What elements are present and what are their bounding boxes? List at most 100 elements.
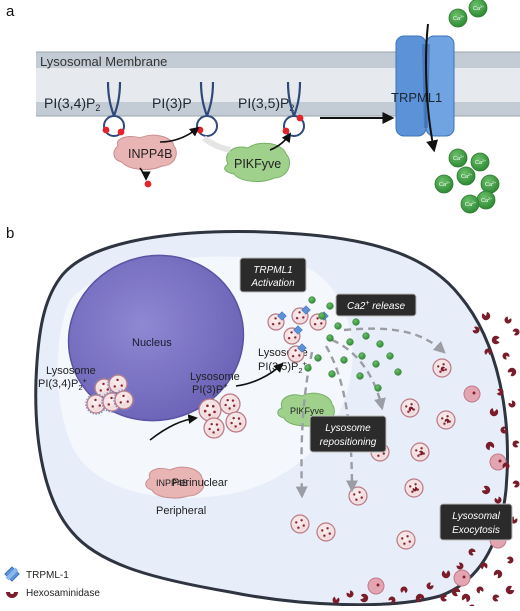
phosphate-release-arrow bbox=[139, 167, 151, 181]
pikfyve-substrate-shadow bbox=[202, 135, 231, 153]
phosphoinositide-pi35p2-icon bbox=[282, 81, 305, 137]
hexosaminidase-icon bbox=[494, 496, 502, 504]
hexosaminidase-icon bbox=[472, 326, 480, 334]
svg-text:Ca2+ release: Ca2+ release bbox=[347, 300, 405, 312]
lysosome-peripheral-icon bbox=[290, 514, 310, 534]
hexosaminidase-icon bbox=[346, 590, 354, 598]
perinuclear-label: Perinuclear bbox=[172, 477, 228, 489]
lyso-34-name: PI(3,4)P2+ bbox=[38, 376, 88, 392]
calcium-ion-icon bbox=[372, 360, 380, 368]
lysosome-pi3p-icon bbox=[225, 411, 247, 433]
calcium-ion-icon: Ca2+ bbox=[434, 174, 454, 194]
pi3p-label: PI(3)P bbox=[152, 95, 192, 111]
svg-text:Lysosome: Lysosome bbox=[325, 423, 371, 434]
svg-text:Ca2+: Ca2+ bbox=[453, 15, 464, 22]
calcium-ion-icon bbox=[308, 296, 316, 304]
pikfyve-arrow bbox=[269, 132, 292, 151]
lysosome-peripheral-icon bbox=[404, 478, 424, 498]
calcium-ion-icon bbox=[334, 322, 342, 330]
hexosaminidase-icon bbox=[481, 311, 491, 321]
ca-release-callout: Ca2+ release bbox=[335, 293, 417, 317]
lysosome-peripheral-icon bbox=[316, 522, 336, 542]
trpml1-channel-icon bbox=[395, 35, 455, 137]
lysosome-repositioning-callout: Lysosome repositioning bbox=[309, 415, 387, 453]
lysosome-pi35p2-icon bbox=[291, 305, 311, 325]
lysosomal-exocytosis-callout: Lysosomal Exocytosis bbox=[439, 503, 513, 541]
inpp4b-cell-arrow bbox=[149, 414, 198, 441]
hexosaminidase-icon bbox=[489, 408, 499, 417]
calcium-ion-icon bbox=[304, 364, 312, 372]
hexosaminidase-icon bbox=[504, 316, 512, 324]
inpp4b-enzyme-icon bbox=[113, 134, 177, 170]
trpml1-channel-icon bbox=[297, 343, 307, 353]
trpml1-channel-icon bbox=[293, 325, 303, 335]
svg-text:repositioning: repositioning bbox=[320, 437, 377, 448]
nucleus-label: Nucleus bbox=[132, 337, 172, 349]
hexosaminidase-icon bbox=[419, 450, 424, 456]
lysosome-pi35p2-icon bbox=[267, 311, 287, 331]
calcium-flux-arrow bbox=[425, 23, 439, 153]
svg-text:Activation: Activation bbox=[250, 278, 295, 289]
svg-text:Ca2+: Ca2+ bbox=[475, 159, 486, 166]
calcium-ion-icon bbox=[356, 372, 364, 380]
svg-text:Ca2+: Ca2+ bbox=[461, 173, 472, 180]
inpp4b-arrow bbox=[159, 126, 200, 143]
hexosaminidase-icon bbox=[440, 366, 445, 372]
hexosaminidase-icon bbox=[507, 367, 517, 377]
lyso-3-name: PI(3)P+ bbox=[192, 381, 228, 396]
hexosaminidase-icon bbox=[476, 586, 484, 594]
hexosaminidase-icon bbox=[512, 440, 520, 448]
legend-trpml1: TRPML-1 bbox=[26, 570, 69, 581]
calcium-cytosol bbox=[304, 296, 402, 392]
hexosaminidase-release bbox=[332, 311, 520, 611]
hexosaminidase-icon bbox=[468, 548, 476, 556]
calcium-ions: Ca2+Ca2+Ca2+Ca2+Ca2+Ca2+Ca2+Ca2+Ca2+ bbox=[434, 0, 500, 214]
hexosaminidase-icon bbox=[492, 594, 500, 602]
calcium-ion-icon: Ca2+ bbox=[480, 174, 500, 194]
lyso-34-title: Lysosome bbox=[46, 365, 96, 377]
hexosaminidase-icon bbox=[502, 352, 510, 360]
svg-text:Ca2+: Ca2+ bbox=[473, 5, 484, 12]
calcium-ion-icon bbox=[340, 356, 348, 364]
lysosome-pi34p2-icon bbox=[113, 389, 135, 411]
calcium-ion-icon bbox=[374, 384, 382, 392]
calcium-ion-icon: Ca2+ bbox=[468, 0, 488, 18]
calcium-ion-icon bbox=[394, 368, 402, 376]
hexosaminidase-icon bbox=[512, 328, 520, 336]
svg-text:Ca2+: Ca2+ bbox=[465, 201, 476, 208]
pikfyve-cell-arrow bbox=[235, 362, 284, 387]
hexosaminidase-icon bbox=[400, 586, 408, 594]
hexosaminidase-icon bbox=[408, 406, 414, 412]
hexosaminidase-icon bbox=[426, 582, 434, 590]
docked-lysosome-icon bbox=[489, 453, 507, 471]
docked-lysosome-icon bbox=[463, 385, 481, 403]
hexosaminidase-icon bbox=[456, 562, 464, 570]
calcium-ion-icon bbox=[346, 338, 354, 346]
hexosaminidase-icon bbox=[481, 485, 491, 495]
hexosaminidase-icon bbox=[502, 462, 510, 470]
inpp4b-enzyme-cell-icon bbox=[145, 466, 205, 499]
calcium-ion-icon: Ca2+ bbox=[448, 148, 468, 168]
calcium-ion-icon: Ca2+ bbox=[456, 166, 476, 186]
lysosomes bbox=[85, 305, 507, 595]
calcium-ion-icon: Ca2+ bbox=[460, 194, 480, 214]
hexosaminidase-icon bbox=[415, 593, 425, 603]
panel-b-label: b bbox=[6, 225, 14, 242]
calcium-ion-icon bbox=[326, 302, 334, 310]
calcium-ion-icon bbox=[352, 318, 360, 326]
lysosome-pi35p2-icon bbox=[287, 343, 307, 363]
legend-hexosaminidase: Hexosaminidase bbox=[26, 588, 100, 599]
trpml1-channel-icon bbox=[277, 311, 287, 321]
hexosaminidase-icon bbox=[360, 593, 369, 603]
hexosaminidase-icon bbox=[493, 569, 503, 579]
lysosome-pi3p-icon bbox=[219, 393, 241, 415]
calcium-ion-icon bbox=[314, 354, 322, 362]
inpp4b-cell-label: INPP4B bbox=[156, 478, 188, 488]
pikfyve-enzyme-icon bbox=[224, 142, 290, 182]
hexosaminidase-icon bbox=[508, 400, 516, 408]
hexosaminidase-icon bbox=[388, 596, 396, 604]
hexosaminidase-icon bbox=[441, 570, 451, 579]
calcium-ion-icon bbox=[386, 352, 394, 360]
